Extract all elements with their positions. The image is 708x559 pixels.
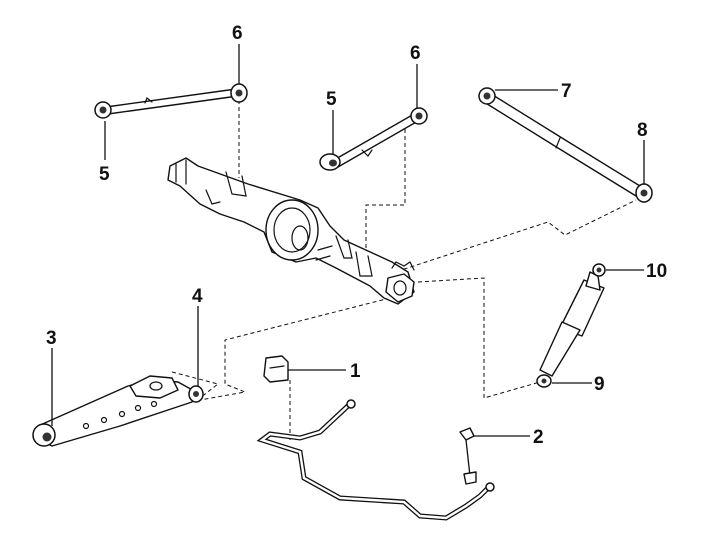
part-labels: 6 5 5 6 7 8 10 9 1 2 3 4 bbox=[46, 23, 667, 448]
stabilizer-bushing-1 bbox=[263, 355, 289, 383]
rear-axle-housing bbox=[167, 157, 415, 305]
label-3: 3 bbox=[46, 328, 57, 349]
label-1: 1 bbox=[350, 361, 361, 382]
bushing-8 bbox=[635, 183, 653, 203]
bushing-3 bbox=[32, 423, 56, 447]
bushing-7 bbox=[478, 87, 496, 105]
label-6-center: 6 bbox=[410, 43, 421, 64]
label-8: 8 bbox=[637, 120, 648, 141]
label-5-center: 5 bbox=[326, 89, 337, 110]
label-2: 2 bbox=[533, 427, 544, 448]
label-10: 10 bbox=[646, 261, 667, 282]
lower-control-arm bbox=[32, 375, 204, 447]
label-7: 7 bbox=[561, 81, 572, 102]
bushing-5-left bbox=[94, 101, 112, 119]
label-5-left: 5 bbox=[99, 164, 110, 185]
bushing-4 bbox=[188, 385, 204, 403]
shock-absorber bbox=[536, 263, 606, 388]
upper-control-arm-left bbox=[94, 83, 248, 119]
stabilizer-link-2 bbox=[459, 427, 477, 485]
bushing-5-center bbox=[319, 153, 341, 171]
bushing-10 bbox=[592, 263, 606, 277]
lateral-control-rod bbox=[478, 87, 653, 203]
stabilizer-bar bbox=[256, 399, 495, 521]
upper-control-arm-center bbox=[319, 107, 428, 171]
bushing-6-left bbox=[230, 83, 248, 103]
label-4: 4 bbox=[192, 286, 203, 307]
bushing-9 bbox=[536, 374, 552, 388]
label-9: 9 bbox=[594, 374, 605, 395]
dashed-guide-lines bbox=[171, 100, 637, 440]
label-6-left: 6 bbox=[232, 23, 243, 44]
bushing-6-center bbox=[410, 107, 428, 125]
leader-lines bbox=[51, 44, 645, 437]
